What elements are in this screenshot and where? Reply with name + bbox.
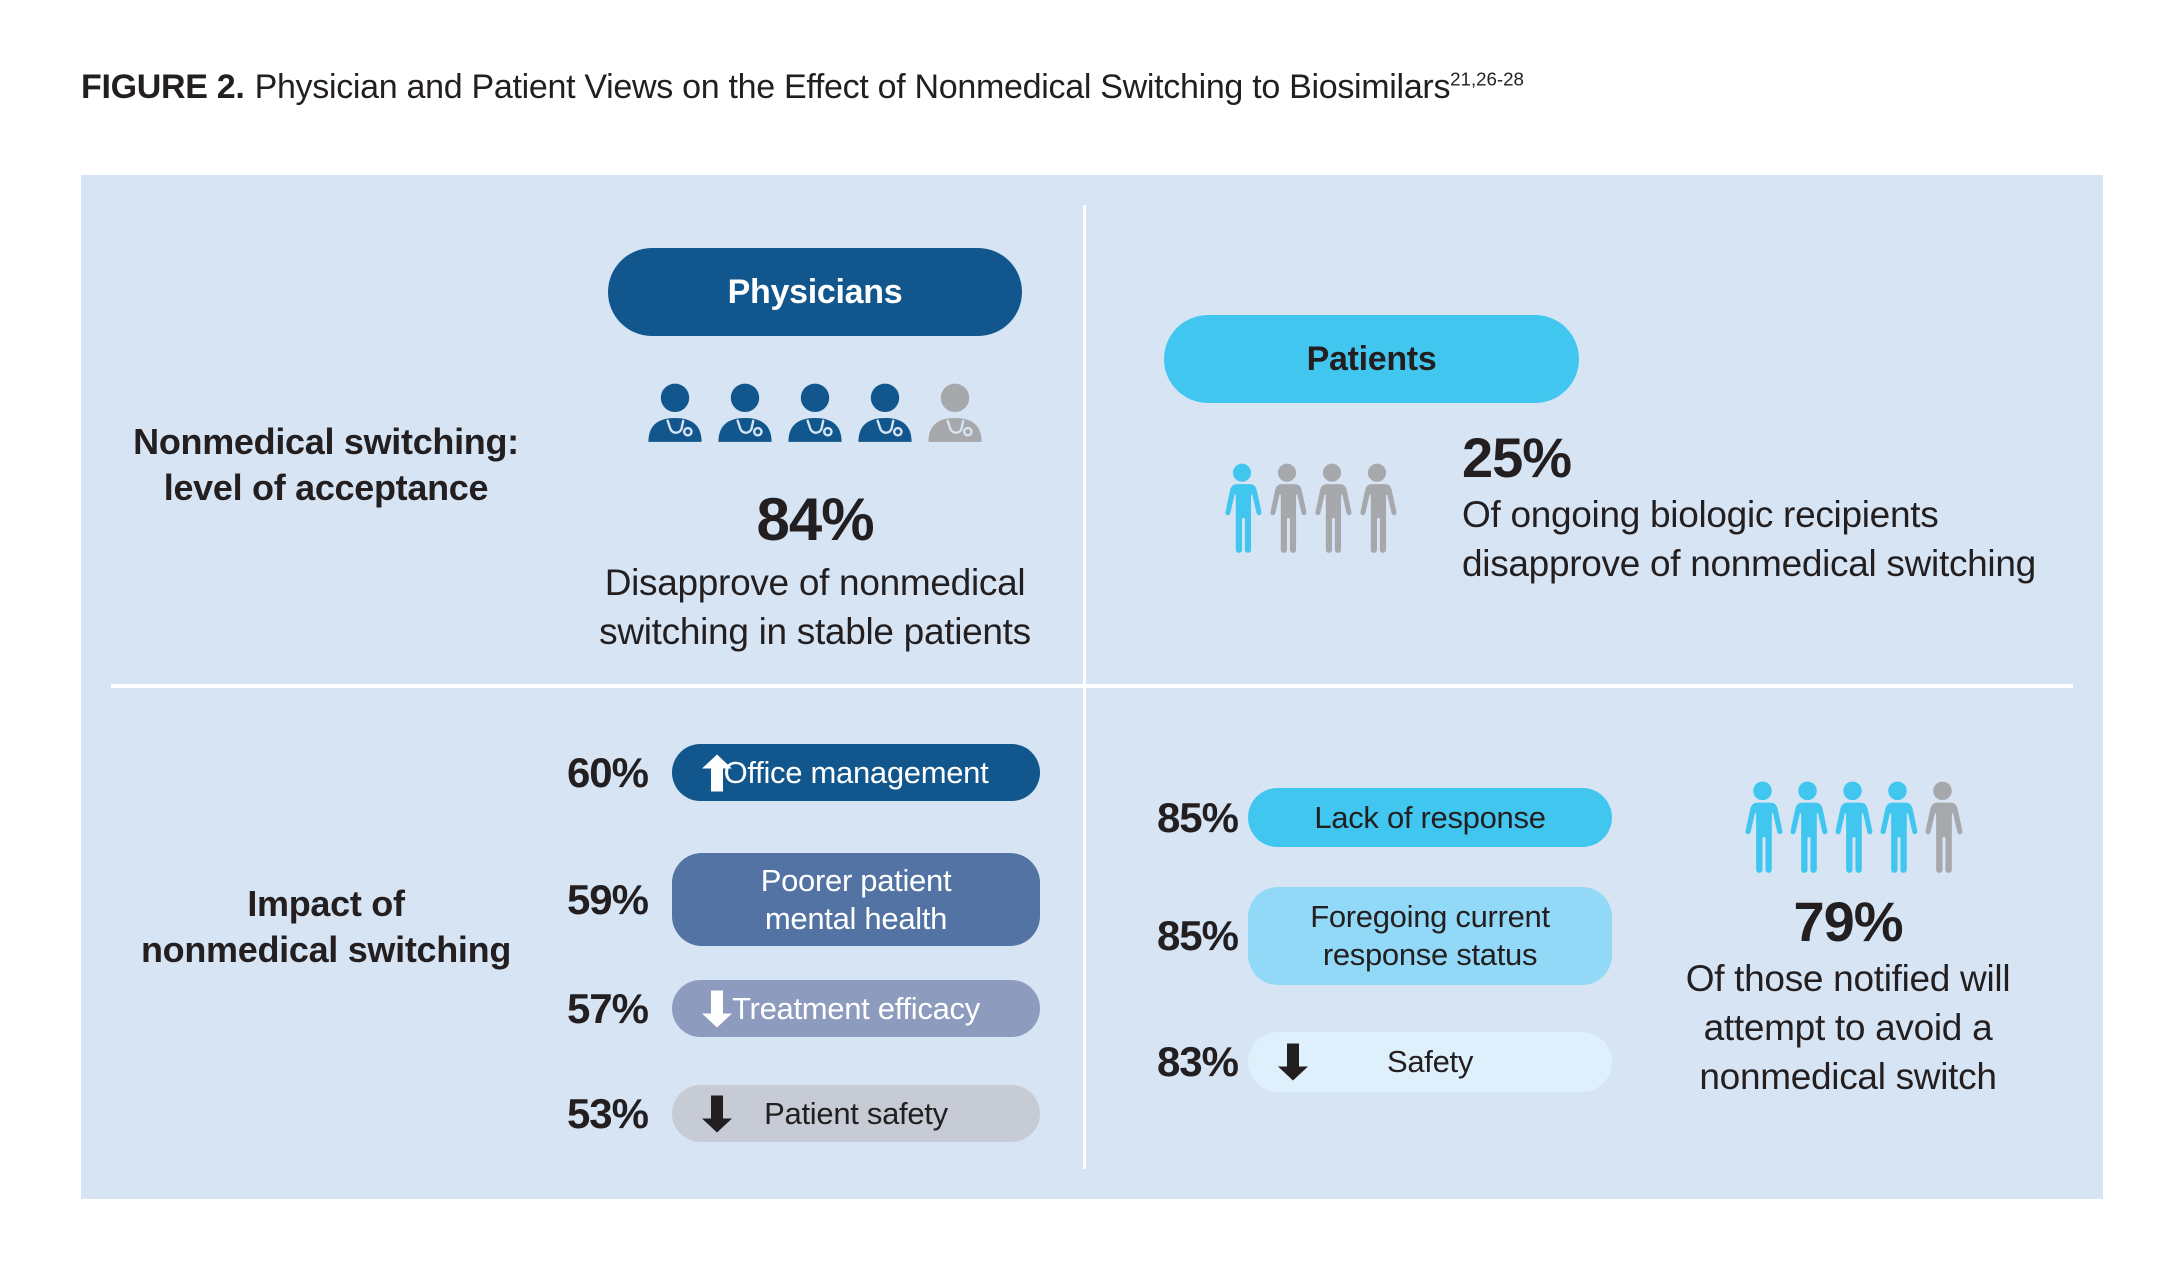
impact-bar-safety: Safety (1248, 1032, 1612, 1092)
patients-acceptance-description-line1: Of ongoing biologic recipients (1462, 494, 1939, 535)
stat-value: 59% (566, 875, 649, 923)
impact-bar-label-line2: response status (1322, 937, 1538, 972)
impact-bar-label-line1: Foregoing current (1310, 899, 1550, 935)
stat-value: 85% (1156, 912, 1239, 959)
impact-bar-label-line1: Poorer patient (760, 862, 952, 898)
impact-bar-mental-health: Poorer patient mental health (672, 853, 1040, 946)
impact-bar-label: Treatment efficacy (732, 990, 980, 1026)
figure-title: Physician and Patient Views on the Effec… (254, 68, 1451, 106)
down-arrow-icon (1278, 1043, 1308, 1081)
patients-avoid-description: Of those notified will attempt to avoid … (1638, 955, 2058, 1101)
figure-label: FIGURE 2. (81, 68, 245, 106)
impact-bar-foregoing-response: Foregoing current response status (1248, 887, 1612, 985)
patient-icon-gray (1266, 463, 1308, 555)
patient-icon-gray (1311, 463, 1353, 555)
physician-icon (712, 383, 778, 442)
impact-bar-office-management: Office management (672, 744, 1040, 801)
patients-group-label: Patients (1306, 339, 1437, 378)
infographic-panel: Nonmedical switching: level of acceptanc… (81, 175, 2103, 1199)
patients-group-pill: Patients (1164, 315, 1579, 403)
patient-icon-gray (1921, 781, 1964, 875)
stat-value: 85% (1156, 793, 1239, 841)
physician-icon-gray (922, 383, 988, 442)
patients-acceptance-description-line2: disapprove of nonmedical switching (1462, 542, 2036, 584)
stat-value: 60% (566, 748, 649, 796)
stat-value: 83% (1156, 1038, 1239, 1085)
stat-value: 57% (566, 984, 649, 1032)
patient-icon (1876, 781, 1919, 875)
physician-icons-group (642, 383, 988, 442)
physicians-group-pill: Physicians (608, 248, 1022, 336)
physicians-group-label: Physicians (727, 272, 903, 311)
figure-citation: 21,26-28 (1450, 68, 1524, 90)
patient-icon-gray (1356, 463, 1398, 555)
impact-bar-patient-safety: Patient safety (672, 1085, 1040, 1142)
row-label-acceptance-line1: Nonmedical switching: (133, 421, 519, 462)
physician-icon (642, 383, 708, 442)
row-label-impact-line2: nonmedical switching (140, 929, 512, 971)
row-label-impact-line1: Impact of (247, 883, 405, 924)
patient-icon (1741, 781, 1784, 875)
down-arrow-icon (702, 990, 732, 1027)
horizontal-divider (111, 684, 2073, 688)
figure-caption: FIGURE 2.Physician and Patient Views on … (81, 68, 1524, 107)
patients-avoid-description-line3: nonmedical switch (1699, 1055, 1997, 1097)
row-label-acceptance-line2: level of acceptance (163, 467, 489, 509)
down-arrow-icon (702, 1095, 732, 1132)
impact-bar-label: Office management (723, 754, 989, 790)
patient-icons-acceptance-group (1221, 463, 1398, 555)
patient-icon (1221, 463, 1263, 555)
impact-bar-treatment-efficacy: Treatment efficacy (672, 980, 1040, 1037)
physicians-description: Disapprove of nonmedical switching in st… (545, 559, 1085, 657)
patient-icons-avoid-group (1741, 781, 1964, 875)
row-label-impact: Impact of nonmedical switching (81, 881, 571, 973)
impact-bar-label: Poorer patient mental health (761, 862, 952, 938)
impact-bar-lack-of-response: Lack of response (1248, 788, 1612, 847)
row-label-acceptance: Nonmedical switching: level of acceptanc… (81, 419, 571, 511)
patients-avoid-description-line2: attempt to avoid a (1703, 1006, 1993, 1048)
impact-bar-label: Safety (1386, 1044, 1474, 1080)
patients-acceptance-description: Of ongoing biologic recipients disapprov… (1462, 491, 2036, 589)
up-arrow-icon (702, 754, 732, 791)
patient-icon (1786, 781, 1829, 875)
stat-value: 53% (566, 1089, 649, 1137)
patient-icon (1831, 781, 1874, 875)
patients-avoid-description-line1: Of those notified will (1685, 958, 2011, 999)
physicians-description-line2: switching in stable patients (599, 610, 1031, 652)
physician-icon (782, 383, 848, 442)
impact-bar-label-line2: mental health (764, 900, 948, 936)
impact-bar-label: Patient safety (764, 1095, 948, 1131)
physician-icon (852, 383, 918, 442)
patients-acceptance-stat: 25% (1462, 426, 1572, 489)
impact-bar-label: Foregoing current response status (1310, 898, 1550, 974)
physicians-description-line1: Disapprove of nonmedical (604, 562, 1026, 603)
patients-avoid-stat: 79% (1793, 890, 1903, 953)
impact-bar-label: Lack of response (1314, 799, 1546, 835)
physicians-stat: 84% (756, 486, 874, 553)
